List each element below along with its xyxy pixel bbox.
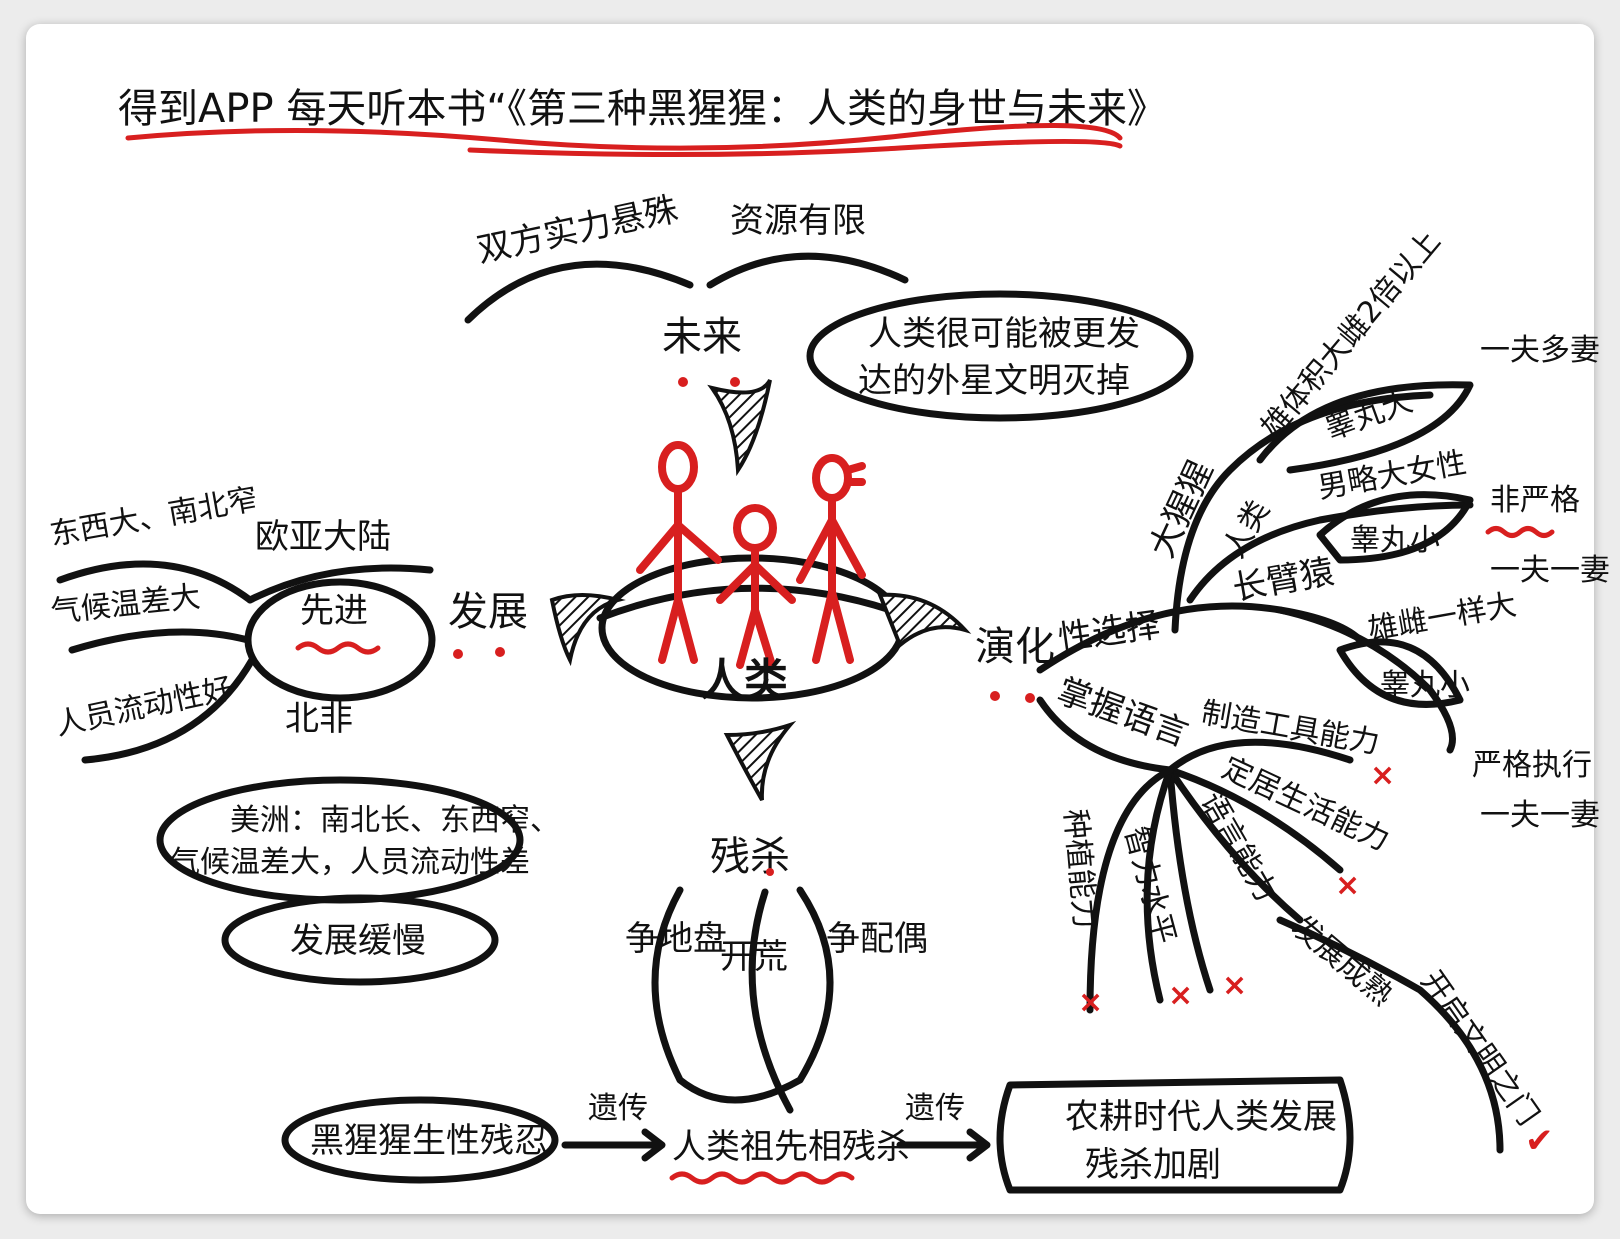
human-name: 人类	[1217, 495, 1277, 564]
human-testis: 睾丸小	[1350, 523, 1440, 558]
reason-2: 气候温差大	[49, 579, 202, 629]
language-label: 掌握语言	[1052, 671, 1193, 755]
gibbon-testis: 睾丸小	[1380, 668, 1470, 703]
gibbon-trait: 雄雌一样大	[1365, 587, 1519, 648]
development-advanced: 先进	[300, 591, 368, 631]
ability-4-mark: ×	[1168, 978, 1193, 1013]
human-mating-1: 非严格	[1490, 483, 1580, 518]
title-underline	[125, 123, 1123, 151]
branch-future: 未来 双方实力悬殊 资源有限 人类很可能被更发 达的外星文明灭掉	[464, 189, 1194, 422]
center-node: 人类	[596, 441, 909, 706]
gorilla-name: 大猩猩	[1142, 454, 1221, 563]
connector-future	[707, 378, 772, 477]
chain-end-2: 残杀加剧	[1085, 1145, 1221, 1185]
civilization-check-icon: ✔	[1525, 1121, 1554, 1161]
chain-end-1: 农耕时代人类发展	[1065, 1097, 1337, 1137]
killing-item-1: 争地盘	[625, 919, 727, 959]
title-underline-2	[467, 138, 1123, 158]
center-label: 人类	[700, 655, 788, 706]
ability-2-mark: ×	[1335, 868, 1360, 903]
future-note-1: 人类很可能被更发	[868, 314, 1140, 354]
chain-arrow-2-label: 遗传	[905, 1091, 965, 1126]
chain-arrow-1-label: 遗传	[588, 1091, 648, 1126]
ability-3-mark: ×	[1222, 968, 1247, 1003]
evolution-label: 演化	[975, 624, 1055, 670]
evolution-result: 发展成熟	[1285, 909, 1399, 1013]
paper-card	[26, 24, 1594, 1214]
ability-1: 制造工具能力	[1199, 695, 1382, 761]
gibbon-mating-2: 一夫一妻	[1480, 798, 1600, 833]
ability-5: 种植能力	[1057, 808, 1102, 931]
future-item-1: 双方实力悬殊	[474, 189, 682, 271]
chain-middle: 人类祖先相残杀	[672, 1127, 910, 1167]
gorilla-mating: 一夫多妻	[1480, 333, 1600, 368]
gibbon-mating-1: 严格执行	[1472, 748, 1592, 783]
branch-development: 发展 先进 欧亚大陆 北非 东西大、南北窄 气候温差大 人员流动性好 美洲：南北…	[47, 482, 560, 986]
branch-killing: 残杀 争地盘 开荒 争配偶 黑猩猩生性残忍 遗传 人类祖先相残杀 遗传 农耕时代…	[281, 834, 1354, 1194]
page-title: 得到APP 每天听本书“《第三种黑猩猩：人类的身世与未来》	[118, 86, 1167, 132]
americas-line-1: 美洲：南北长、东西窄、	[230, 803, 560, 838]
future-label: 未来	[662, 314, 742, 360]
americas-line-2: 气候温差大，人员流动性差	[170, 845, 530, 880]
reason-1: 东西大、南北窄	[47, 482, 260, 553]
development-label: 发展	[448, 589, 528, 635]
chain-start: 黑猩猩生性残忍	[310, 1121, 548, 1161]
human-figures-icon	[636, 441, 866, 669]
ability-4: 智力水平	[1117, 823, 1182, 948]
region-north-africa: 北非	[285, 699, 353, 739]
killing-label: 残杀	[710, 834, 790, 880]
region-eurasia: 欧亚大陆	[255, 517, 391, 557]
connector-evolution	[877, 592, 972, 649]
ability-1-mark: ×	[1370, 758, 1395, 793]
killing-item-3: 争配偶	[826, 919, 928, 959]
future-item-2: 资源有限	[730, 201, 866, 241]
human-mating-2: 一夫一妻	[1490, 553, 1610, 588]
ability-5-mark: ×	[1078, 985, 1103, 1020]
reason-3: 人员流动性好	[52, 671, 235, 743]
evolution-civilization: 开启文明之门	[1413, 965, 1545, 1133]
connector-killing	[723, 720, 797, 801]
killing-item-2: 开荒	[720, 937, 788, 977]
development-slow: 发展缓慢	[290, 921, 426, 961]
connector-development	[549, 593, 626, 667]
future-note-2: 达的外星文明灭掉	[858, 361, 1130, 401]
